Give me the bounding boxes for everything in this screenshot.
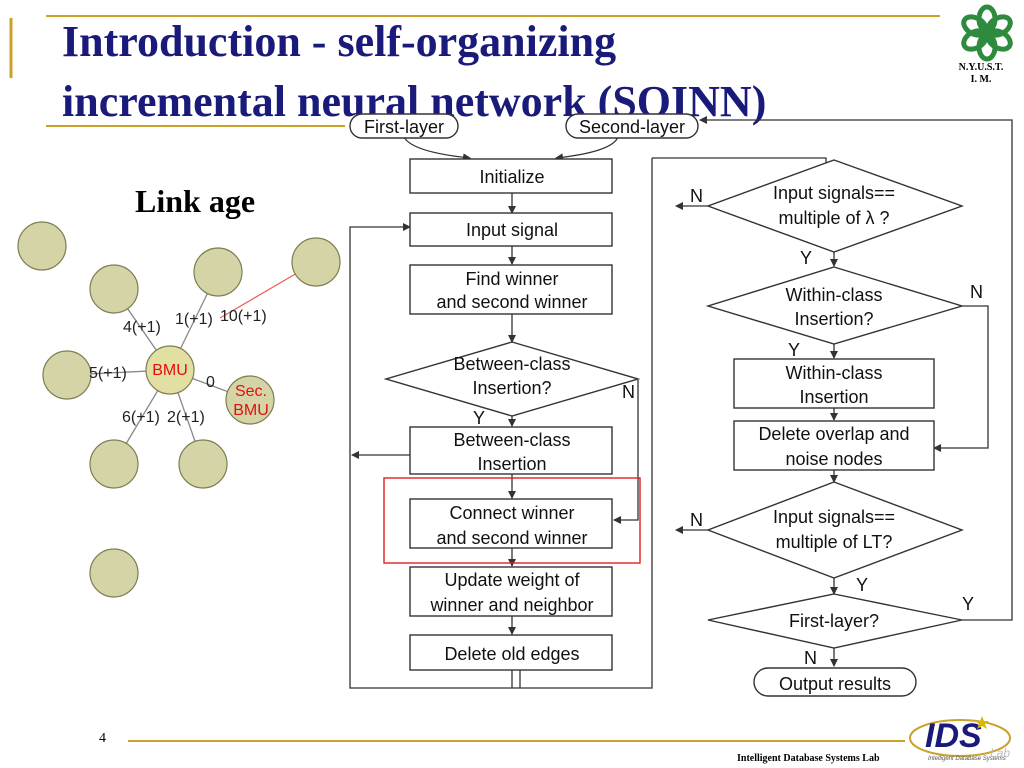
first-layer-label: First-layer <box>364 117 444 137</box>
edge-label-upper-right: 10(+1) <box>220 308 267 325</box>
no-label-between: N <box>622 382 635 402</box>
input-multiple-lt-question <box>706 481 964 579</box>
network-nodes <box>17 221 341 598</box>
nyust-logo-icon <box>961 4 1013 62</box>
node-up <box>193 247 243 297</box>
no-label-first-layer: N <box>804 648 817 668</box>
delete-old-edges-box <box>409 634 613 671</box>
update-label-line1: Update weight of <box>444 570 580 590</box>
second-layer-terminal <box>565 113 699 139</box>
link-age-diagram: BMU Sec. BMU 4(+1) 1(+1) 10(+1) 5(+1) 0 … <box>17 221 341 598</box>
update-weight-box <box>409 566 613 617</box>
input-multiple-lambda-question <box>705 159 965 253</box>
delete-overlap-label-line1: Delete overlap and <box>758 424 909 444</box>
within-class-insertion-box <box>733 358 935 409</box>
within-class-ins-label-line1: Within-class <box>785 363 882 383</box>
node-left <box>42 350 92 400</box>
output-results-terminal <box>753 667 917 697</box>
connect-label-line1: Connect winner <box>449 503 574 523</box>
flow-terminals <box>349 113 917 697</box>
initialize-label: Initialize <box>479 167 544 187</box>
lambda-q-label-line1: Input signals== <box>773 183 895 203</box>
node-far-top-left <box>17 221 67 271</box>
within-class-question <box>705 266 965 345</box>
nyust-logo-line2: I. M. <box>970 74 992 85</box>
branch-labels: N Y N Y N Y N Y Y N <box>473 186 983 668</box>
edge-label-up: 1(+1) <box>175 311 213 328</box>
ids-logo-subtext: Intelligent Database Systems <box>928 756 1006 762</box>
bmu-node <box>145 345 195 395</box>
lt-q-label-line1: Input signals== <box>773 507 895 527</box>
flow-connectors <box>349 116 1013 689</box>
link-age-heading: Link age <box>135 183 256 219</box>
between-class-insertion-box <box>409 426 613 475</box>
lambda-q-label-line2: multiple of λ ? <box>778 208 889 228</box>
node-lower-right <box>178 439 228 489</box>
sec-bmu-label-line2: BMU <box>233 402 269 419</box>
ids-logo-text: IDS <box>925 717 982 755</box>
edge-label-lower-left: 6(+1) <box>122 409 160 426</box>
input-signal-box <box>409 212 613 247</box>
nyust-logo-line1: N.Y.U.S.T. <box>958 62 1004 73</box>
sec-bmu-node <box>225 375 275 425</box>
delete-old-label: Delete old edges <box>444 644 579 664</box>
edge-label-lower-right: 2(+1) <box>167 409 205 426</box>
edge-label-left: 5(+1) <box>89 365 127 382</box>
no-label-lt: N <box>690 510 703 530</box>
between-class-ins-label-line1: Between-class <box>453 430 570 450</box>
lt-q-label-line2: multiple of LT? <box>776 532 893 552</box>
bmu-label: BMU <box>152 362 188 379</box>
within-class-q-label-line1: Within-class <box>785 285 882 305</box>
first-layer-terminal <box>349 113 459 139</box>
edge-label-upper-left: 4(+1) <box>123 319 161 336</box>
yes-label-lambda: Y <box>800 248 812 268</box>
between-class-ins-label-line2: Insertion <box>477 454 546 474</box>
nyust-logo-text: N.Y.U.S.T. I. M. <box>946 62 1016 86</box>
highlight-box <box>383 477 641 564</box>
between-class-q-label-line1: Between-class <box>453 354 570 374</box>
node-labels: BMU Sec. BMU <box>152 362 269 419</box>
edge-label-sec: 0 <box>206 374 215 391</box>
yes-label-between: Y <box>473 408 485 428</box>
soinn-flowchart: First-layer Second-layer Initialize Inpu… <box>349 113 1013 697</box>
between-class-q-label-line2: Insertion? <box>472 378 551 398</box>
initialize-box <box>409 158 613 194</box>
node-lower-left <box>89 439 139 489</box>
between-class-question <box>383 341 641 417</box>
first-layer-q-label: First-layer? <box>789 611 879 631</box>
update-label-line2: winner and neighbor <box>429 595 593 615</box>
footer-text: Intelligent Database Systems Lab <box>737 753 880 764</box>
flow-processes <box>409 158 935 671</box>
flow-decisions <box>383 159 965 649</box>
no-label-lambda: N <box>690 186 703 206</box>
page-number: 4 <box>99 731 106 746</box>
ids-logo-lab: Lab <box>990 746 1010 760</box>
within-class-ins-label-line2: Insertion <box>799 387 868 407</box>
delete-overlap-label-line2: noise nodes <box>785 449 882 469</box>
input-signal-label: Input signal <box>466 220 558 240</box>
yes-label-within: Y <box>788 340 800 360</box>
ids-lab-logo-icon: IDS Intelligent Database Systems Lab <box>909 716 1011 762</box>
first-layer-question <box>707 593 963 649</box>
connect-label-line2: and second winner <box>436 528 587 548</box>
find-winner-label-line1: Find winner <box>465 269 558 289</box>
node-upper-left <box>89 264 139 314</box>
second-layer-label: Second-layer <box>579 117 685 137</box>
flow-labels: First-layer Second-layer Initialize Inpu… <box>364 117 910 694</box>
output-results-label: Output results <box>779 674 891 694</box>
slide-title-line1: Introduction - self-organizing <box>62 17 617 66</box>
find-winner-label-line2: and second winner <box>436 292 587 312</box>
node-upper-right <box>291 237 341 287</box>
delete-overlap-box <box>733 420 935 471</box>
sec-bmu-label-line1: Sec. <box>235 383 267 400</box>
yes-label-lt: Y <box>856 575 868 595</box>
no-label-within: N <box>970 282 983 302</box>
node-bottom <box>89 548 139 598</box>
find-winner-box <box>409 264 613 315</box>
yes-label-first-layer: Y <box>962 594 974 614</box>
connect-winner-box <box>409 498 613 549</box>
within-class-q-label-line2: Insertion? <box>794 309 873 329</box>
edge-labels: 4(+1) 1(+1) 10(+1) 5(+1) 0 6(+1) 2(+1) <box>89 308 267 426</box>
